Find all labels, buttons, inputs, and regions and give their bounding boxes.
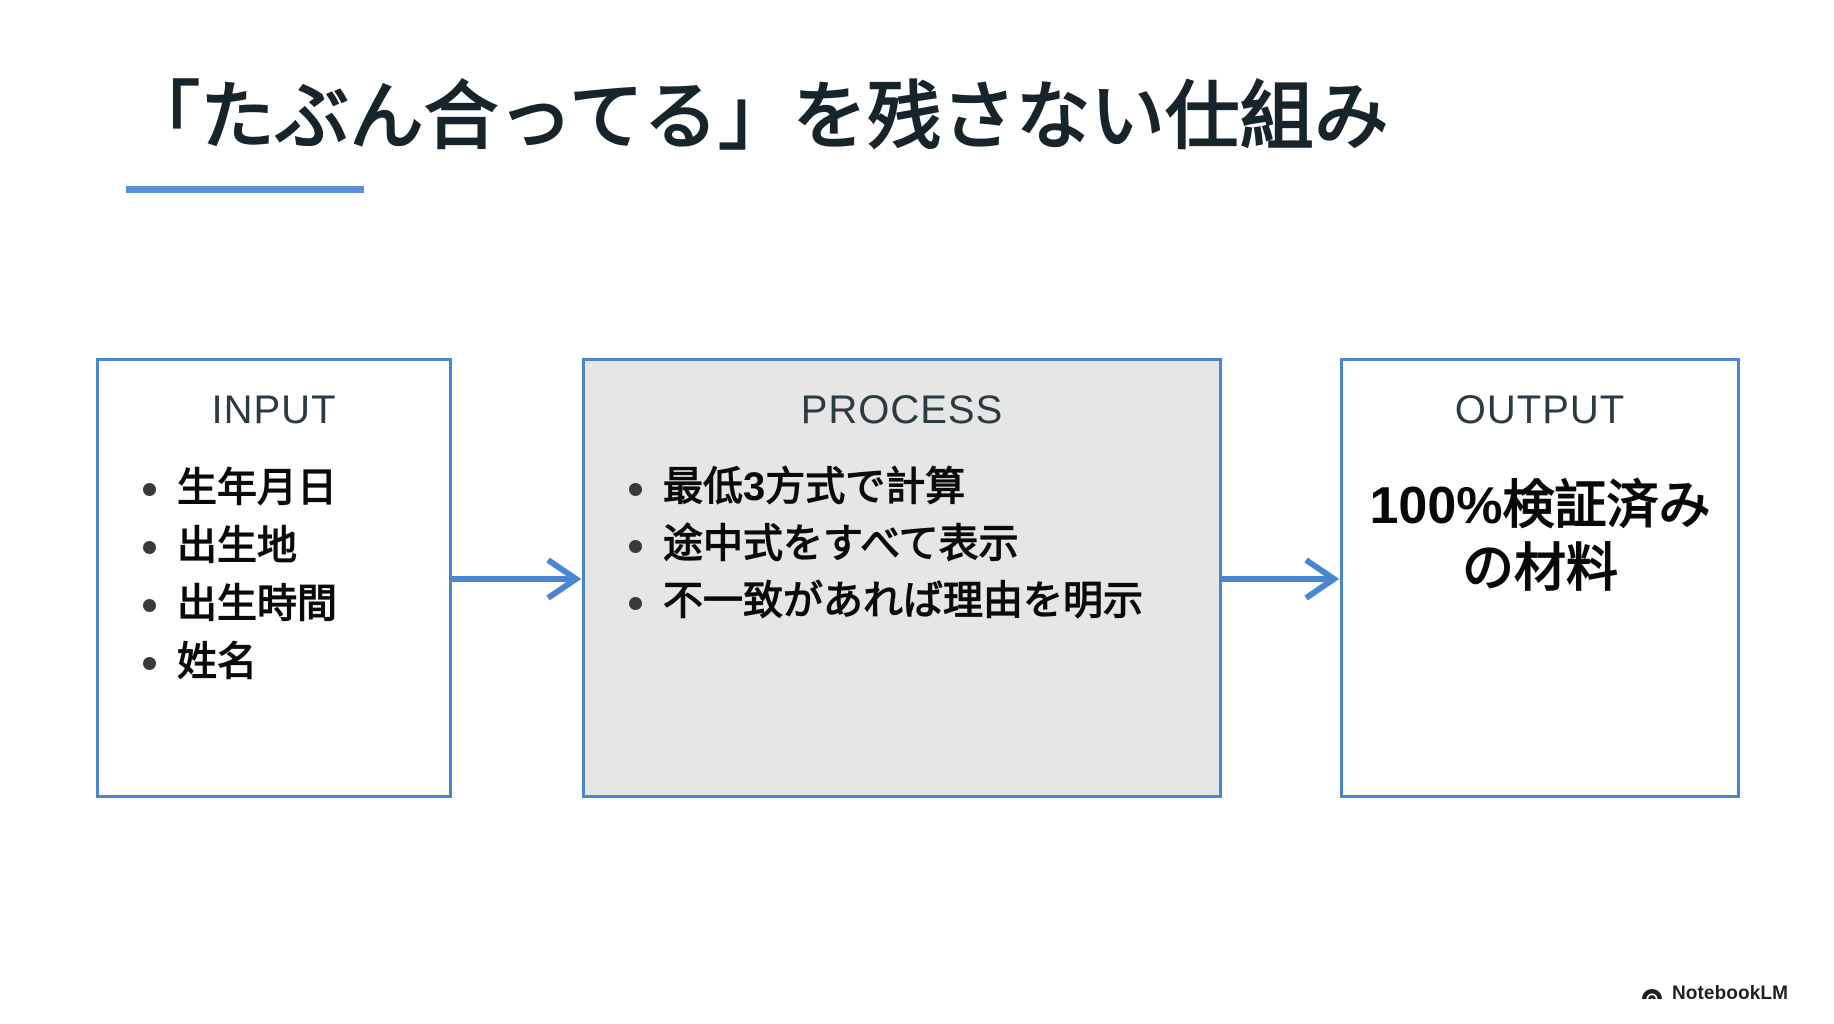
process-bullet-list: 最低3方式で計算 途中式をすべて表示 不一致があれば理由を明示 xyxy=(611,459,1205,629)
flow-node-input-heading: INPUT xyxy=(211,388,337,432)
flow-node-output[interactable]: OUTPUT 100%検証済みの材料 xyxy=(1340,358,1740,798)
list-item: 途中式をすべて表示 xyxy=(611,516,1205,573)
list-item: 出生時間 xyxy=(125,575,435,633)
watermark-label: NotebookLM xyxy=(1671,982,1788,1004)
arrow-right-icon-process-to-output xyxy=(1222,556,1340,602)
list-item: 不一致があれば理由を明示 xyxy=(611,573,1205,630)
arrow-right-icon xyxy=(1222,557,1340,601)
flow-node-process-heading: PROCESS xyxy=(800,388,1004,432)
flow-node-output-text: 100%検証済みの材料 xyxy=(1369,477,1711,599)
title-accent-rule xyxy=(126,185,364,193)
flow-diagram: INPUT 生年月日 出生地 出生時間 姓名 PROCESS 最 xyxy=(0,358,1834,808)
flow-node-input-body: 生年月日 出生地 出生時間 姓名 xyxy=(99,459,449,691)
list-item: 最低3方式で計算 xyxy=(611,459,1205,516)
arrow-right-icon xyxy=(452,557,582,601)
notebooklm-logo-icon xyxy=(1641,989,1662,999)
input-bullet-list: 生年月日 出生地 出生時間 姓名 xyxy=(125,459,435,691)
notebooklm-logo-icon xyxy=(1641,981,1663,1006)
flow-node-output-heading: OUTPUT xyxy=(1454,388,1626,432)
flow-node-process[interactable]: PROCESS 最低3方式で計算 途中式をすべて表示 不一致があれば理由を明示 xyxy=(582,358,1222,798)
list-item: 生年月日 xyxy=(125,459,435,517)
title-block: 「たぶん合ってる」を残さない仕組み xyxy=(126,78,1686,193)
flow-node-process-body: 最低3方式で計算 途中式をすべて表示 不一致があれば理由を明示 xyxy=(585,459,1219,629)
list-item: 出生地 xyxy=(125,517,435,575)
list-item: 姓名 xyxy=(125,633,435,691)
page-title: 「たぶん合ってる」を残さない仕組み xyxy=(126,75,1389,158)
arrow-right-icon-input-to-process xyxy=(452,556,582,602)
watermark: NotebookLM xyxy=(1641,981,1788,1006)
flow-node-input[interactable]: INPUT 生年月日 出生地 出生時間 姓名 xyxy=(96,358,452,798)
